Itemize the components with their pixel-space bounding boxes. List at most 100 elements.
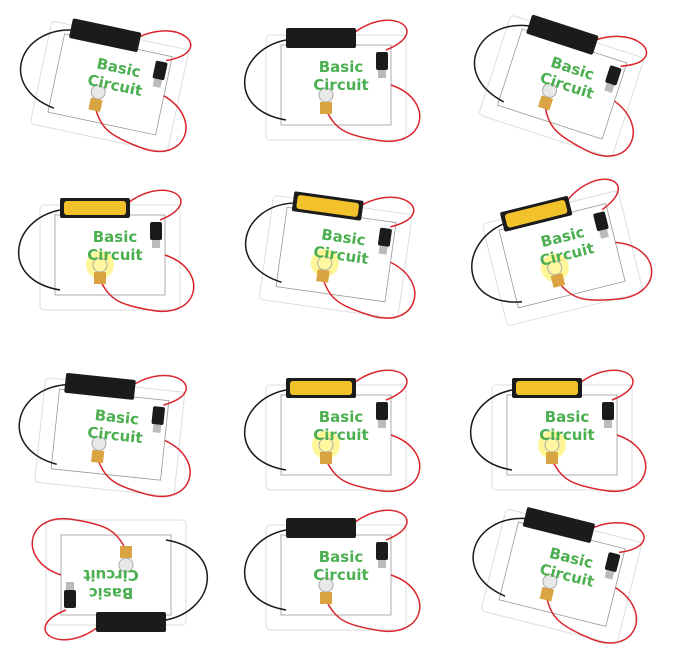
- switch: [150, 222, 162, 240]
- black-wire: [18, 209, 61, 291]
- aa-battery: [64, 201, 126, 215]
- bulb-socket: [316, 269, 330, 283]
- board-label-circuit: Circuit: [313, 566, 368, 584]
- switch-terminal: [378, 70, 386, 78]
- black-wire: [18, 383, 66, 465]
- board-label-basic: Basic: [94, 406, 140, 429]
- bulb-socket: [320, 102, 332, 114]
- switch-terminal: [378, 420, 386, 428]
- bulb-socket: [88, 97, 103, 112]
- switch-terminal: [152, 78, 163, 88]
- switch: [151, 406, 165, 426]
- light-bulb: [542, 82, 558, 98]
- switch-terminal: [604, 82, 615, 93]
- red-wire: [544, 35, 648, 157]
- switch-terminal: [152, 240, 160, 248]
- black-wire: [19, 29, 71, 109]
- bulb-socket: [546, 452, 558, 464]
- black-wire: [244, 389, 287, 471]
- battery-holder: [286, 518, 356, 538]
- board-label-circuit: Circuit: [313, 426, 368, 444]
- switch-terminal: [604, 569, 615, 580]
- black-wire: [165, 539, 208, 621]
- bulb-socket: [91, 449, 105, 464]
- black-wire: [473, 24, 529, 103]
- switch: [604, 552, 621, 572]
- battery-holder: [526, 14, 599, 55]
- switch: [602, 402, 614, 420]
- board-label-basic: Basic: [319, 548, 364, 566]
- board-label-basic: Basic: [93, 228, 138, 246]
- black-wire: [471, 223, 523, 303]
- bulb-socket: [537, 95, 554, 111]
- switch-terminal: [66, 582, 74, 590]
- battery-holder: [69, 18, 142, 52]
- board-label-basic: Basic: [319, 58, 364, 76]
- bulb-socket: [320, 592, 332, 604]
- board-label-basic: Basic: [319, 408, 364, 426]
- switch-terminal: [604, 420, 612, 428]
- aa-battery: [516, 381, 578, 395]
- board-label-circuit: Circuit: [539, 426, 594, 444]
- red-wire: [325, 509, 421, 633]
- bulb-socket: [320, 452, 332, 464]
- bulb-socket: [550, 273, 566, 288]
- switch: [376, 52, 388, 70]
- switch: [605, 65, 622, 86]
- red-wire: [96, 374, 191, 498]
- switch: [376, 402, 388, 420]
- board-label-circuit: Circuit: [83, 566, 138, 584]
- switch: [376, 542, 388, 560]
- board-label-circuit: Circuit: [313, 76, 368, 94]
- red-wire: [321, 196, 416, 319]
- red-wire: [551, 369, 647, 493]
- red-wire: [94, 30, 192, 153]
- board-label-circuit: Circuit: [87, 246, 142, 264]
- black-wire: [244, 202, 293, 283]
- black-wire: [244, 529, 287, 611]
- black-wire: [472, 517, 525, 597]
- battery-holder: [96, 612, 166, 632]
- black-wire: [470, 389, 513, 471]
- battery-holder: [286, 28, 356, 48]
- red-wire: [557, 178, 653, 301]
- switch-terminal: [378, 245, 388, 255]
- board-label-basic: Basic: [89, 584, 134, 602]
- aa-battery: [290, 381, 352, 395]
- red-wire: [325, 369, 421, 493]
- red-wire: [99, 189, 195, 313]
- light-bulb: [542, 574, 558, 590]
- switch-terminal: [378, 560, 386, 568]
- board-label-circuit: Circuit: [86, 423, 143, 447]
- switch: [593, 211, 609, 232]
- bulb-socket: [94, 272, 106, 284]
